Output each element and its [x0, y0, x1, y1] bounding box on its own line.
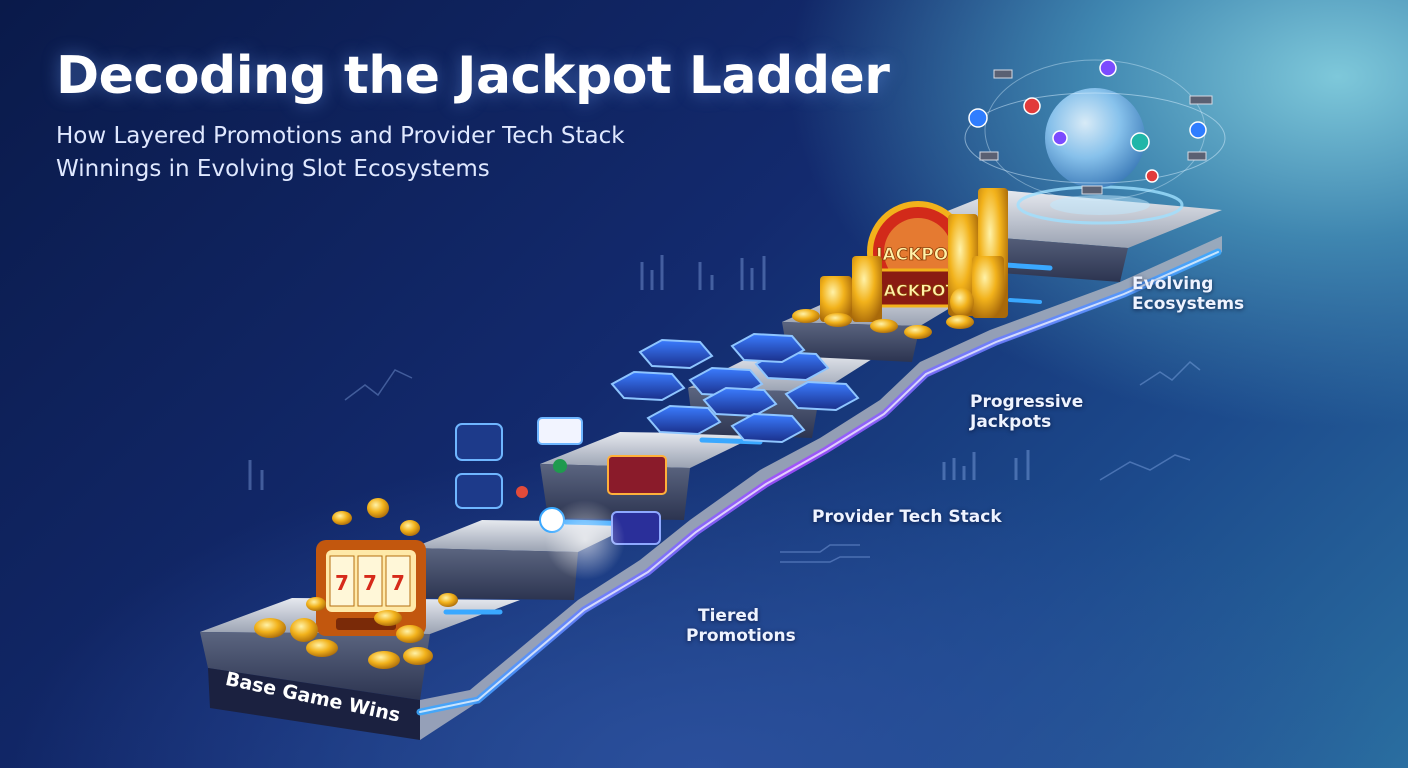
shield-icon — [968, 59, 1207, 183]
svg-text:7: 7 — [363, 571, 377, 595]
subtitle-line: How Layered Promotions and Provider Tech… — [56, 123, 625, 149]
stage-label-line: Promotions — [686, 626, 796, 646]
stage-label-line: Tiered — [698, 606, 760, 626]
globe-icon — [964, 59, 1226, 225]
svg-text:7: 7 — [391, 571, 405, 595]
stage-label-line: Ecosystems — [1132, 294, 1245, 314]
stage-label-tiered-promotions: Tiered Promotions — [686, 606, 796, 646]
page-subtitle: How Layered Promotions and Provider Tech… — [56, 120, 625, 186]
stage-label-provider-tech-stack: Provider Tech Stack — [812, 507, 1002, 527]
svg-text:7: 7 — [335, 571, 349, 595]
slot-machine-icon: 7 7 7 — [316, 540, 426, 636]
page-title: Decoding the Jackpot Ladder — [56, 46, 890, 106]
subtitle-line: Winnings in Evolving Slot Ecosystems — [56, 156, 490, 182]
satellite-icon — [979, 69, 1213, 195]
jackpot-sign-top: JACKPOT — [875, 245, 960, 265]
stage-label-line: Jackpots — [970, 412, 1052, 432]
stage-label-line: Progressive — [970, 392, 1084, 412]
hexagon-chip-icon — [610, 332, 860, 444]
bar-chart-icon — [248, 255, 1030, 490]
ladder-stairs — [200, 190, 1222, 740]
stage-label-evolving-ecosystems: Evolving Ecosystems — [1132, 274, 1244, 314]
stage-label-line: Evolving — [1132, 274, 1214, 294]
stage-label-progressive-jackpots: Progressive Jackpots — [970, 392, 1083, 432]
jackpot-sign-bottom: JACKPOT — [877, 281, 957, 300]
coin-stacks — [820, 188, 1008, 322]
gold-coin-icon — [254, 288, 974, 669]
line-chart-icon — [344, 360, 1201, 563]
promo-badge-icon — [455, 417, 667, 580]
